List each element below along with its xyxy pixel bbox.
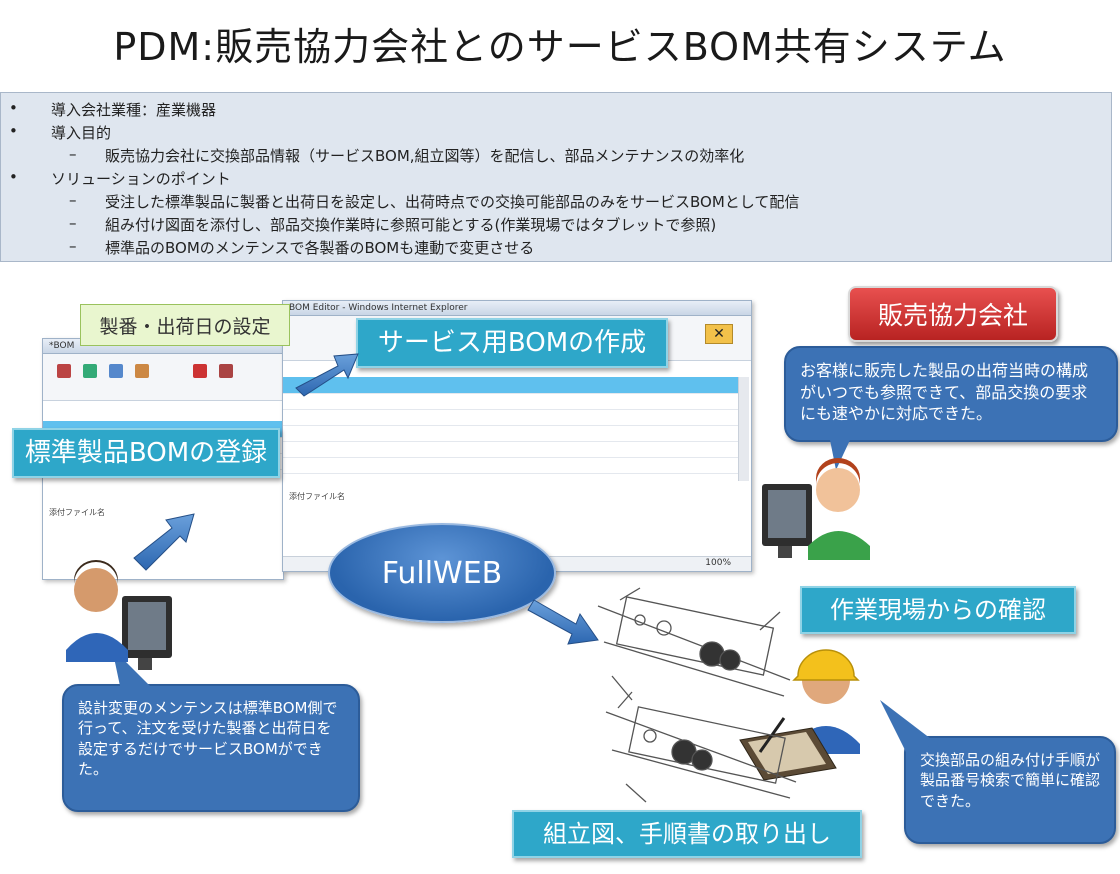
info-bullet: • [9, 122, 18, 140]
table-row[interactable] [283, 377, 739, 394]
design-callout: 設計変更のメンテンスは標準BOM側で行って、注文を受けた製番と出荷日を設定するだ… [62, 684, 360, 812]
tablet-icon [739, 717, 837, 781]
window-titlebar: BOM Editor - Windows Internet Explorer [283, 301, 751, 316]
info-line: 標準品のBOMのメンテンスで各製番のBOMも連動で変更させる [105, 239, 535, 257]
table-row[interactable] [283, 457, 739, 474]
computer-icon [122, 596, 172, 670]
toolbar-icon[interactable] [83, 364, 97, 378]
page-title: PDM:販売協力会社とのサービスBOM共有システム [113, 25, 1007, 69]
assembly-label: 組立図、手順書の取り出し [512, 810, 862, 858]
standard-bom-label: 標準製品BOMの登録 [12, 428, 280, 478]
info-bullet: • [9, 99, 18, 117]
assembly-drawing [605, 691, 797, 803]
info-line: 導入目的 [51, 124, 112, 142]
toolbar-icon[interactable] [193, 364, 207, 378]
info-line: 組み付け図面を添付し、部品交換作業時に参照可能とする(作業現場ではタブレットで参… [105, 216, 717, 234]
arrow-icon [527, 599, 599, 645]
info-bullet: – [69, 145, 77, 163]
zoom-level[interactable]: 100% [705, 558, 731, 568]
worker-callout: 交換部品の組み付け手順が製品番号検索で簡単に確認できた。 [904, 736, 1116, 844]
table-row[interactable] [283, 441, 739, 458]
toolbar-icon[interactable] [135, 364, 149, 378]
close-icon[interactable]: ✕ [705, 324, 733, 344]
toolbar-icon[interactable] [109, 364, 123, 378]
bom-grid [283, 361, 739, 477]
callout-tail [830, 440, 850, 470]
attachment-label: 添付ファイル名 [289, 492, 345, 501]
partner-callout: お客様に販売した製品の出荷当時の構成がいつでも参照できて、部品交換の要求にも速や… [784, 346, 1118, 442]
info-box: • 導入会社業種：産業機器 • 導入目的 – 販売協力会社に交換部品情報（サービ… [0, 92, 1112, 262]
info-line: ソリューションのポイント [51, 170, 231, 188]
service-bom-label: サービス用BOMの作成 [356, 318, 668, 368]
info-line: 販売協力会社に交換部品情報（サービスBOM,組立図等）を配信し、部品メンテナンス… [105, 147, 745, 165]
table-row[interactable] [283, 393, 739, 410]
site-check-label: 作業現場からの確認 [800, 586, 1076, 634]
toolbar-icon[interactable] [57, 364, 71, 378]
info-line: 導入会社業種：産業機器 [51, 101, 217, 119]
seiban-label: 製番・出荷日の設定 [80, 304, 290, 346]
vertical-scrollbar[interactable] [738, 377, 749, 481]
info-bullet: – [69, 237, 77, 255]
callout-tail [880, 700, 935, 760]
info-bullet: – [69, 191, 77, 209]
arrow-icon [295, 353, 359, 397]
partner-label: 販売協力会社 [848, 286, 1058, 342]
computer-icon [762, 484, 812, 558]
arrow-icon [133, 513, 195, 571]
assembly-drawing [597, 587, 791, 701]
info-line: 受注した標準製品に製番と出荷日を設定し、出荷時点での交換可能部品のみをサービスB… [105, 193, 800, 211]
person-icon [66, 560, 128, 662]
info-bullet: – [69, 214, 77, 232]
toolbar [43, 354, 283, 401]
table-row[interactable] [283, 409, 739, 426]
fullweb-ellipse: FullWEB [328, 523, 556, 623]
person-icon [808, 458, 870, 560]
attachment-label: 添付ファイル名 [49, 508, 105, 517]
table-row[interactable] [283, 425, 739, 442]
toolbar-icon[interactable] [219, 364, 233, 378]
info-bullet: • [9, 168, 18, 186]
